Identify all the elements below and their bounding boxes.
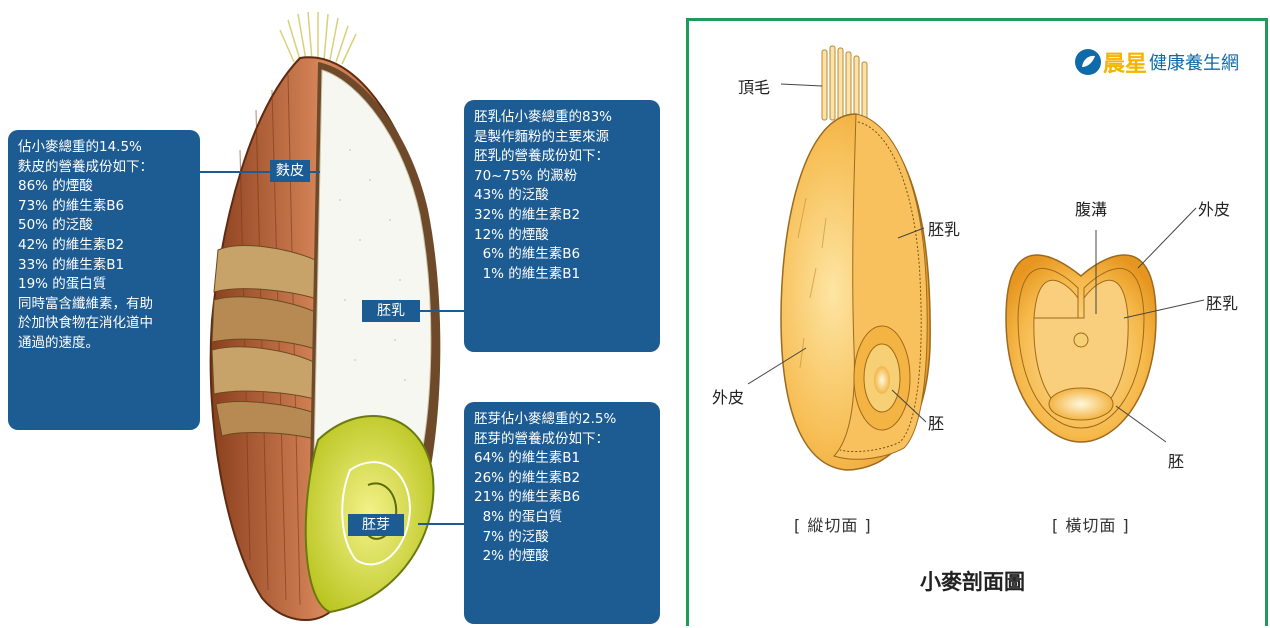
crease-label: 腹溝 [1075,196,1107,220]
longitudinal-hairs [822,46,867,120]
bran-line: 同時富含纖維素，有助 [18,295,190,315]
bran-tag: 麩皮 [270,160,310,182]
outer-skin-cross-label: 外皮 [1198,196,1230,220]
bran-line: 42% 的維生素B2 [18,236,190,256]
endosperm-info-box: 胚乳佔小麥總重的83% 是製作麵粉的主要來源 胚乳的營養成份如下： 70~75%… [464,100,660,352]
embryo-long-label: 胚 [928,410,944,434]
endosperm-line: 6% 的維生素B6 [474,245,650,265]
longitudinal-embryo [854,326,910,430]
bran-line: 50% 的泛酸 [18,216,190,236]
longitudinal-caption: [ 縱切面 ] [794,512,872,536]
hair-label: 頂毛 [738,74,770,98]
bran-line: 通過的速度。 [18,334,190,354]
germ-line: 胚芽佔小麥總重的2.5% [474,410,650,430]
germ-info-box: 胚芽佔小麥總重的2.5% 胚芽的營養成份如下： 64% 的維生素B1 26% 的… [464,402,660,624]
endosperm-cross-label: 胚乳 [1206,290,1238,314]
germ-tag: 胚芽 [348,514,404,536]
bran-info-box: 佔小麥總重的14.5% 麩皮的營養成份如下： 86% 的煙酸 73% 的維生素B… [8,130,200,430]
germ-line: 8% 的蛋白質 [474,508,650,528]
germ-line: 2% 的煙酸 [474,547,650,567]
beard-hairs [280,12,356,64]
endosperm-line: 43% 的泛酸 [474,186,650,206]
bran-line: 佔小麥總重的14.5% [18,138,190,158]
endosperm-line: 是製作麵粉的主要來源 [474,128,650,148]
germ-line: 胚芽的營養成份如下： [474,430,650,450]
crease-dot [1074,333,1088,347]
endosperm-tag: 胚乳 [362,300,420,322]
endosperm-long-label: 胚乳 [928,216,960,240]
bran-line: 33% 的維生素B1 [18,256,190,276]
germ-line: 7% 的泛酸 [474,528,650,548]
endosperm-line: 12% 的煙酸 [474,226,650,246]
cross-embryo [1049,388,1113,420]
germ-line: 21% 的維生素B6 [474,488,650,508]
endosperm-line: 胚乳的營養成份如下： [474,147,650,167]
germ-line: 64% 的維生素B1 [474,449,650,469]
endosperm-line: 32% 的維生素B2 [474,206,650,226]
endosperm-line: 70~75% 的澱粉 [474,167,650,187]
endosperm-line: 1% 的維生素B1 [474,265,650,285]
bran-line: 於加快食物在消化道中 [18,314,190,334]
outer-skin-long-label: 外皮 [712,384,744,408]
bran-line: 麩皮的營養成份如下： [18,158,190,178]
cross-caption: [ 橫切面 ] [1052,512,1130,536]
bran-line: 73% 的維生素B6 [18,197,190,217]
embryo-cross-label: 胚 [1168,448,1184,472]
cross-section-illustrations [686,18,1268,626]
figure-title: 小麥剖面圖 [920,566,1025,596]
bran-line: 86% 的煙酸 [18,177,190,197]
endosperm-line: 胚乳佔小麥總重的83% [474,108,650,128]
germ-line: 26% 的維生素B2 [474,469,650,489]
bran-line: 19% 的蛋白質 [18,275,190,295]
